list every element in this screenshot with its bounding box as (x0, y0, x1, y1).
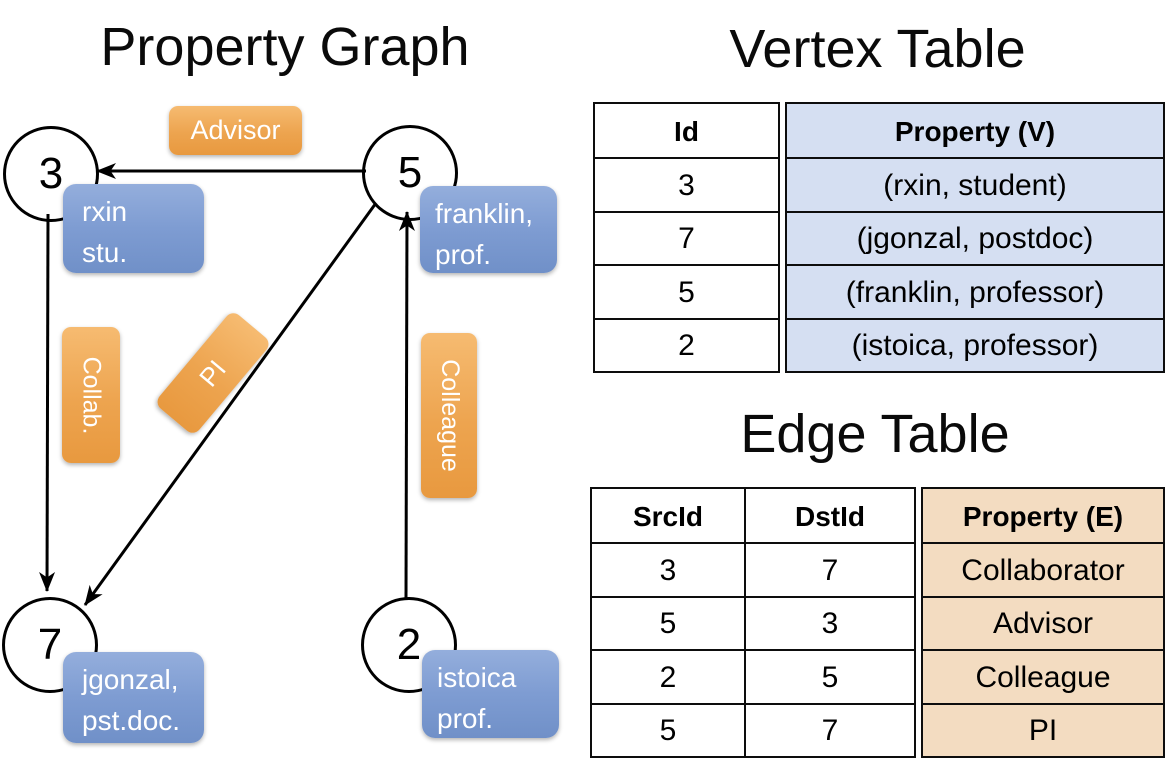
column-header: Property (V) (894, 115, 1056, 147)
edge-table-property-column: Property (E) Collaborator Advisor Collea… (921, 487, 1165, 758)
vertex-id: 7 (37, 620, 63, 669)
table-cell: 3 (744, 596, 914, 651)
table-cell: (rxin, student) (883, 169, 1067, 203)
table-cell: 3 (659, 554, 677, 588)
column-header: Property (E) (962, 500, 1124, 532)
table-cell: (jgonzal, postdoc) (856, 222, 1094, 256)
edge-label-text: PI (193, 353, 233, 392)
vertex-label-line: istoica (437, 662, 517, 693)
edge-label-collab: Collab. (62, 327, 120, 463)
edge-label-text: Colleague (435, 359, 464, 472)
table-cell: 7 (678, 222, 695, 256)
table-cell: Collaborator (961, 554, 1125, 588)
vertex-label-rxin: rxin stu. (63, 184, 204, 273)
table-cell: Advisor (992, 607, 1094, 641)
column-header: SrcId (632, 500, 704, 532)
property-graph-title: Property Graph (100, 17, 470, 77)
edge-5-to-7 (83, 202, 378, 606)
column-header: Id (674, 115, 699, 147)
edge-label-text: Collab. (77, 356, 106, 434)
edge-2-to-5 (398, 211, 415, 599)
vertex-label-line: franklin, (435, 198, 534, 229)
table-cell: 2 (678, 329, 695, 363)
vertex-table-property-column: Property (V) (rxin, student) (jgonzal, p… (785, 102, 1165, 373)
vertex-label-line: rxin (82, 196, 128, 227)
vertex-id: 2 (396, 620, 422, 669)
graph-edges (39, 163, 415, 606)
edge-table-title: Edge Table (740, 404, 1010, 464)
vertex-table-title: Vertex Table (729, 19, 1026, 79)
vertex-label-istoica: istoica prof. (422, 650, 559, 738)
vertex-id: 3 (38, 149, 64, 198)
table-cell: 5 (744, 650, 914, 704)
table-cell: 3 (678, 169, 695, 203)
edge-3-to-7 (39, 213, 56, 592)
table-cell: PI (1028, 714, 1058, 748)
table-cell: Colleague (975, 660, 1111, 694)
vertex-id: 5 (397, 148, 423, 197)
vertex-node-2: 2 (361, 597, 457, 693)
vertex-label-line: prof. (437, 702, 494, 734)
table-cell: 5 (659, 714, 677, 748)
edge-label-advisor: Advisor (169, 106, 302, 155)
table-cell: (istoica, professor) (851, 329, 1099, 363)
column-header: DstId (744, 488, 914, 544)
edge-table-id-columns: SrcId DstId 3 7 5 3 2 5 5 7 (590, 487, 916, 758)
vertex-label-line: pst.doc. (82, 704, 181, 736)
edge-label-text: Advisor (190, 115, 281, 145)
table-cell: 7 (744, 703, 914, 757)
table-cell: 7 (744, 543, 914, 597)
table-cell: 2 (659, 660, 677, 694)
table-cell: 5 (678, 275, 695, 309)
edge-label-colleague: Colleague (421, 333, 477, 498)
vertex-table-id-column: Id 3 7 5 2 (593, 102, 780, 373)
vertex-label-line: stu. (82, 236, 128, 268)
vertex-label-franklin: franklin, prof. (420, 186, 557, 273)
vertex-label-line: jgonzal, (82, 664, 179, 695)
vertex-label-line: prof. (435, 238, 492, 270)
table-cell: (franklin, professor) (845, 275, 1105, 309)
vertex-label-jgonzal: jgonzal, pst.doc. (63, 652, 204, 743)
table-cell: 5 (659, 607, 677, 641)
